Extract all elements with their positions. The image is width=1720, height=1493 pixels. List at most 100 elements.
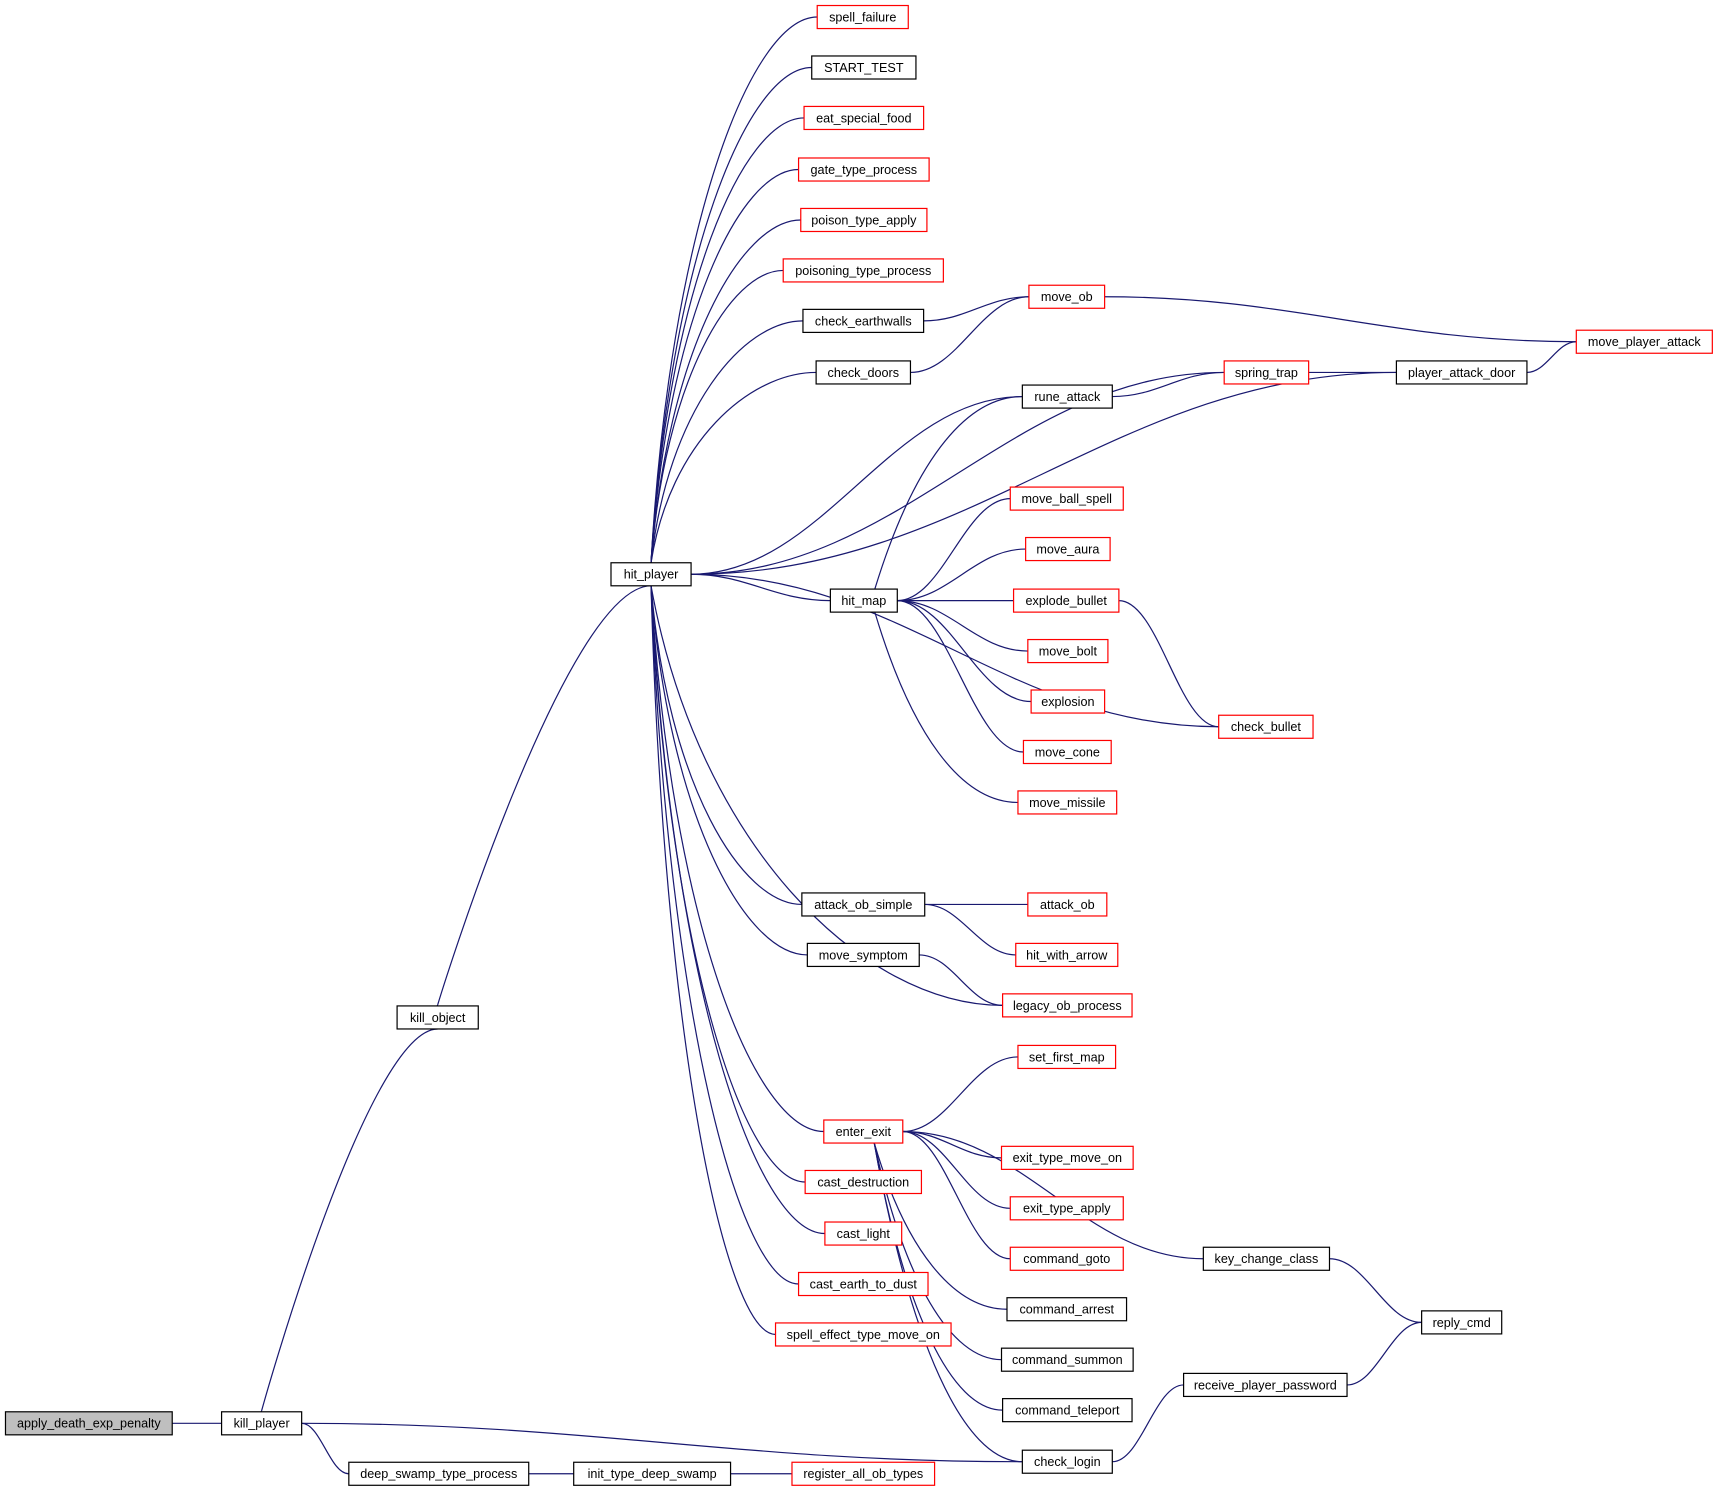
node-label: kill_player	[234, 1417, 290, 1431]
node-kill-player[interactable]: kill_player	[220, 1411, 303, 1436]
edge-move_aura-to-hit_map	[890, 548, 1026, 605]
edge-eat_special_food-to-hit_player	[646, 117, 805, 570]
edge-move_ob-to-check_earthwalls	[916, 296, 1029, 325]
node-rune-attack[interactable]: rune_attack	[1021, 384, 1113, 409]
node-spell-effect-type-move-on[interactable]: spell_effect_type_move_on	[774, 1322, 952, 1347]
node-explosion[interactable]: explosion	[1030, 689, 1106, 714]
node-cast-light[interactable]: cast_light	[824, 1221, 903, 1246]
node-check-earthwalls[interactable]: check_earthwalls	[802, 308, 925, 334]
node-init-type-deep-swamp[interactable]: init_type_deep_swamp	[573, 1461, 732, 1486]
node-cast-earth-to-dust[interactable]: cast_earth_to_dust	[797, 1271, 929, 1297]
node-label: register_all_ob_types	[803, 1467, 923, 1481]
node-command-teleport[interactable]: command_teleport	[1001, 1398, 1133, 1423]
node-box	[816, 4, 909, 30]
node-label: cast_destruction	[817, 1175, 909, 1189]
node-box	[797, 157, 930, 182]
node-box	[1001, 1398, 1133, 1423]
node-box	[1006, 1297, 1128, 1322]
node-poison-type-apply[interactable]: poison_type_apply	[800, 207, 928, 233]
node-attack-ob-simple[interactable]: attack_ob_simple	[801, 892, 926, 917]
node-cast-destruction[interactable]: cast_destruction	[804, 1169, 923, 1195]
edge-explosion-to-hit_map	[890, 596, 1032, 703]
node-player-attack-door[interactable]: player_attack_door	[1395, 360, 1528, 385]
node-box	[815, 360, 912, 385]
edge-move_missile-to-hit_map	[869, 604, 1018, 804]
node-box	[396, 1005, 479, 1030]
node-label: check_bullet	[1231, 720, 1302, 734]
node-move-symptom[interactable]: move_symptom	[806, 942, 920, 968]
node-box	[1021, 1449, 1113, 1474]
node-move-ball-spell[interactable]: move_ball_spell	[1009, 486, 1124, 511]
node-label: kill_object	[410, 1011, 466, 1025]
node-eat-special-food[interactable]: eat_special_food	[803, 105, 925, 131]
node-box	[1017, 790, 1118, 815]
node-explode-bullet[interactable]: explode_bullet	[1012, 588, 1120, 613]
node-label: exit_type_move_on	[1013, 1151, 1122, 1165]
node-check-bullet[interactable]: check_bullet	[1218, 714, 1314, 739]
node-move-bolt[interactable]: move_bolt	[1027, 638, 1109, 664]
node-box	[1223, 360, 1310, 385]
edge-move_bolt-to-hit_map	[890, 596, 1028, 652]
node-command-goto[interactable]: command_goto	[1009, 1246, 1124, 1271]
node-move-cone[interactable]: move_cone	[1022, 739, 1112, 765]
edge-check_login-to-kill_player	[294, 1419, 1023, 1463]
node-move-missile[interactable]: move_missile	[1017, 790, 1118, 815]
node-enter-exit[interactable]: enter_exit	[823, 1119, 904, 1144]
node-hit-map[interactable]: hit_map	[829, 588, 898, 613]
node-attack-ob[interactable]: attack_ob	[1027, 892, 1108, 917]
node-label: eat_special_food	[816, 111, 911, 125]
node-label: legacy_ob_process	[1013, 999, 1122, 1013]
node-box	[774, 1322, 952, 1347]
node-register-all-ob-types[interactable]: register_all_ob_types	[791, 1461, 936, 1486]
node-check-login[interactable]: check_login	[1021, 1449, 1113, 1474]
node-move-aura[interactable]: move_aura	[1025, 536, 1111, 562]
node-spell-failure[interactable]: spell_failure	[816, 4, 909, 30]
node-box	[1012, 588, 1120, 613]
node-label: key_change_class	[1215, 1252, 1319, 1266]
node-deep-swamp-type-process[interactable]: deep_swamp_type_process	[348, 1461, 530, 1486]
node-receive-player-password[interactable]: receive_player_password	[1182, 1372, 1348, 1398]
node-label: command_teleport	[1015, 1404, 1120, 1418]
node-kill-object[interactable]: kill_object	[396, 1005, 479, 1030]
node-move-player-attack[interactable]: move_player_attack	[1575, 329, 1713, 354]
node-box	[1022, 739, 1112, 765]
node-exit-type-apply[interactable]: exit_type_apply	[1009, 1196, 1124, 1221]
node-key-change-class[interactable]: key_change_class	[1202, 1246, 1331, 1271]
node-apply-death-exp-penalty[interactable]: apply_death_exp_penalty	[4, 1411, 173, 1436]
edge-reply_cmd-to-receive_player_password	[1340, 1321, 1422, 1389]
edge-START_TEST-to-hit_player	[646, 66, 812, 570]
edge-rune_attack-to-hit_player	[684, 395, 1023, 579]
node-box	[1028, 284, 1106, 309]
node-set-first-map[interactable]: set_first_map	[1017, 1044, 1117, 1070]
edge-kill_object-to-kill_player	[256, 1028, 438, 1419]
node-gate-type-process[interactable]: gate_type_process	[797, 157, 930, 182]
edge-gate_type_process-to-hit_player	[646, 168, 799, 570]
node-label: rune_attack	[1034, 390, 1101, 404]
node-poisoning-type-process[interactable]: poisoning_type_process	[782, 258, 944, 283]
node-command-summon[interactable]: command_summon	[1000, 1347, 1134, 1372]
node-check-doors[interactable]: check_doors	[815, 360, 912, 385]
node-box	[1015, 942, 1119, 968]
node-start-test[interactable]: START_TEST	[811, 55, 917, 80]
node-move-ob[interactable]: move_ob	[1028, 284, 1106, 309]
node-box	[801, 892, 926, 917]
node-command-arrest[interactable]: command_arrest	[1006, 1297, 1128, 1322]
node-hit-with-arrow[interactable]: hit_with_arrow	[1015, 942, 1119, 968]
edge-move_ball_spell-to-hit_map	[890, 497, 1011, 605]
node-label: player_attack_door	[1408, 366, 1515, 380]
node-exit-type-move-on[interactable]: exit_type_move_on	[1000, 1145, 1134, 1170]
node-box	[1182, 1372, 1348, 1398]
node-box	[1395, 360, 1528, 385]
edge-legacy_ob_process-to-hit_player	[646, 578, 1003, 1006]
node-hit-player[interactable]: hit_player	[610, 562, 692, 587]
edge-check_bullet-to-explode_bullet	[1111, 596, 1219, 728]
node-legacy-ob-process[interactable]: legacy_ob_process	[1001, 993, 1133, 1018]
node-label: explosion	[1041, 695, 1094, 709]
edge-deep_swamp_type_process-to-kill_player	[294, 1419, 349, 1475]
edge-move_symptom-to-hit_player	[646, 578, 808, 956]
node-reply-cmd[interactable]: reply_cmd	[1421, 1310, 1503, 1335]
edge-check_earthwalls-to-hit_player	[646, 320, 803, 571]
node-spring-trap[interactable]: spring_trap	[1223, 360, 1310, 385]
node-label: hit_with_arrow	[1026, 948, 1108, 962]
edge-poison_type_apply-to-hit_player	[646, 219, 801, 570]
